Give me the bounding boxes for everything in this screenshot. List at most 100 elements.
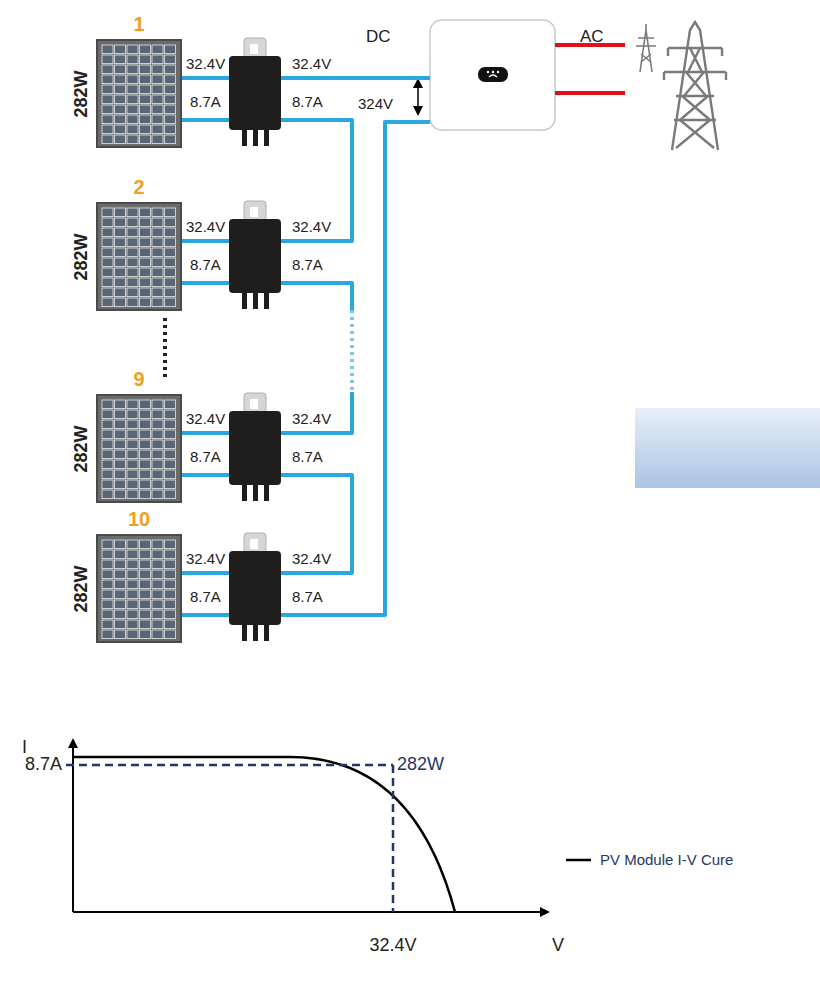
panel-number: 10 bbox=[128, 509, 150, 529]
panel-cell bbox=[115, 540, 126, 549]
panel-cell bbox=[102, 65, 113, 74]
current-label: 8.7A bbox=[190, 589, 221, 606]
panel-cell bbox=[115, 288, 126, 297]
panel-cell bbox=[115, 440, 126, 449]
panel-cell bbox=[140, 298, 151, 307]
panel-cell bbox=[165, 228, 176, 237]
panel-cell bbox=[127, 125, 138, 134]
panel-cell bbox=[127, 238, 138, 247]
dc-wire bbox=[181, 473, 229, 477]
panel-cell bbox=[152, 410, 163, 419]
panel-cell bbox=[152, 610, 163, 619]
panel-cell bbox=[127, 45, 138, 54]
panel-cell bbox=[140, 238, 151, 247]
panel-cell bbox=[140, 278, 151, 287]
panel-cell bbox=[152, 278, 163, 287]
panel-cell bbox=[140, 570, 151, 579]
panel-cell bbox=[165, 298, 176, 307]
panel-cell bbox=[102, 268, 113, 277]
panel-cell bbox=[152, 238, 163, 247]
panel-power: 282W bbox=[72, 233, 90, 280]
panel-cell bbox=[102, 410, 113, 419]
optimizer-pin bbox=[264, 128, 269, 146]
panel-cell bbox=[140, 115, 151, 124]
optimizer-clip bbox=[250, 207, 258, 217]
panel-cell bbox=[165, 540, 176, 549]
panel-cell bbox=[102, 248, 113, 257]
panel-cell bbox=[115, 590, 126, 599]
panel-cell bbox=[140, 430, 151, 439]
panel-cell bbox=[165, 85, 176, 94]
current-label: 8.7A bbox=[25, 755, 62, 775]
panel-cell bbox=[102, 540, 113, 549]
inverter-body bbox=[430, 20, 555, 130]
axis-v bbox=[73, 911, 548, 913]
panel-cell bbox=[127, 580, 138, 589]
panel-cell bbox=[115, 45, 126, 54]
panel-cell bbox=[102, 430, 113, 439]
panel-cell bbox=[127, 470, 138, 479]
optimizer-clip bbox=[244, 38, 266, 58]
panel-cell bbox=[102, 258, 113, 267]
panel-cell bbox=[102, 630, 113, 639]
current-label: 8.7A bbox=[292, 449, 323, 466]
dc-wire bbox=[181, 118, 229, 122]
panel-cell bbox=[140, 580, 151, 589]
panel-cell bbox=[102, 45, 113, 54]
panel-cell bbox=[127, 268, 138, 277]
panel-cell bbox=[102, 480, 113, 489]
panel-cell bbox=[140, 228, 151, 237]
panel-cell bbox=[165, 218, 176, 227]
panel-cell bbox=[102, 218, 113, 227]
panel-cell bbox=[140, 400, 151, 409]
voltage-arrow bbox=[417, 86, 419, 114]
panel-cell bbox=[127, 115, 138, 124]
panel-cell bbox=[152, 440, 163, 449]
panel-cell bbox=[127, 620, 138, 629]
panel-cell bbox=[140, 208, 151, 217]
panel-cell bbox=[127, 550, 138, 559]
panel-cell bbox=[102, 288, 113, 297]
panel-cell bbox=[102, 440, 113, 449]
panel-cell bbox=[115, 75, 126, 84]
panel-cell bbox=[102, 460, 113, 469]
panel-cell bbox=[165, 75, 176, 84]
panel-cell bbox=[115, 400, 126, 409]
panel-graphic bbox=[96, 534, 182, 644]
panel-cell bbox=[152, 268, 163, 277]
inverter-logo bbox=[489, 75, 497, 77]
panel-cell bbox=[140, 550, 151, 559]
panel-cell bbox=[140, 440, 151, 449]
panel-cell bbox=[115, 620, 126, 629]
panel-cell bbox=[165, 550, 176, 559]
power-label: 282W bbox=[397, 755, 444, 775]
panel-cell bbox=[165, 590, 176, 599]
panel-cell bbox=[165, 440, 176, 449]
panel-cell bbox=[152, 85, 163, 94]
panel-cell bbox=[115, 430, 126, 439]
panel-power: 282W bbox=[72, 565, 90, 612]
panel-cell bbox=[115, 480, 126, 489]
panel-cell bbox=[140, 410, 151, 419]
optimizer-clip bbox=[244, 201, 266, 221]
panel-cell bbox=[152, 208, 163, 217]
panel-cell bbox=[115, 460, 126, 469]
panel-cell bbox=[115, 278, 126, 287]
ellipsis-dots bbox=[163, 318, 167, 378]
panel-cell bbox=[152, 570, 163, 579]
panel-cell bbox=[115, 115, 126, 124]
panel-cell bbox=[115, 105, 126, 114]
optimizer-clip bbox=[244, 393, 266, 413]
panel-cell bbox=[165, 560, 176, 569]
panel-cell bbox=[127, 600, 138, 609]
panel-cell bbox=[152, 540, 163, 549]
panel-cell bbox=[115, 268, 126, 277]
panel-cell bbox=[102, 105, 113, 114]
panel-cell bbox=[127, 258, 138, 267]
dc-wire bbox=[181, 239, 229, 243]
panel-cell bbox=[127, 590, 138, 599]
panel-cell bbox=[115, 135, 126, 144]
panel-cell bbox=[140, 55, 151, 64]
panel-cell bbox=[127, 460, 138, 469]
panel-cell bbox=[152, 105, 163, 114]
